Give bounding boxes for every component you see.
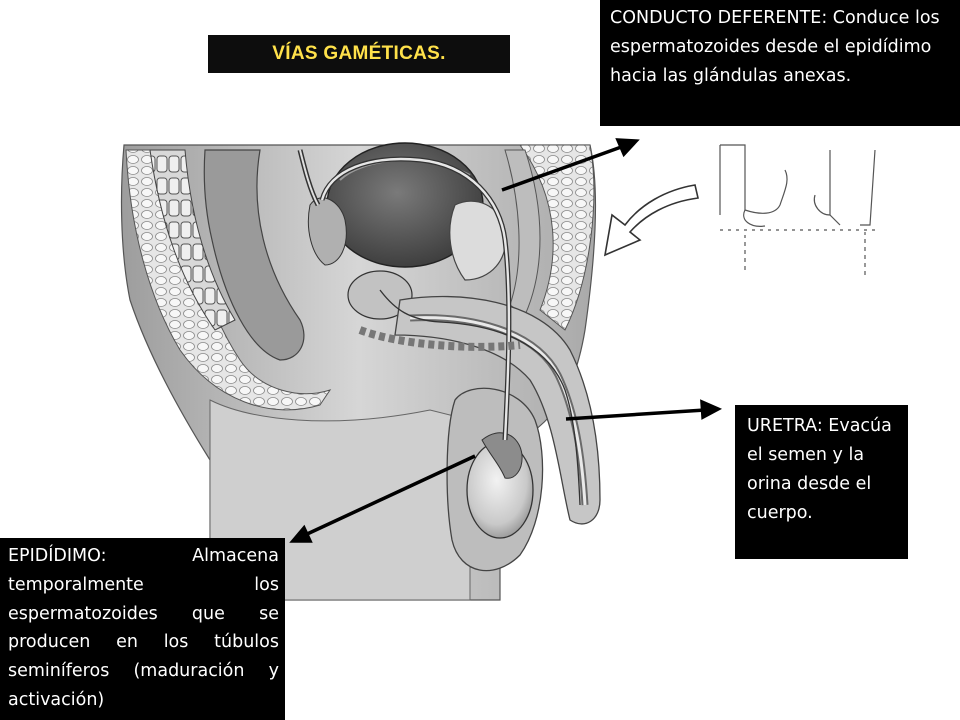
conducto-arrowhead-icon xyxy=(615,138,640,158)
conducto-arrow xyxy=(501,144,625,192)
uretra-arrowhead-icon xyxy=(700,399,723,420)
leader-arrows xyxy=(289,138,723,543)
curved-arrow-icon xyxy=(603,184,699,257)
epididimo-arrow xyxy=(304,454,476,537)
label-epididimo-text: EPIDÍDIMO: Almacena temporalmente los es… xyxy=(8,546,279,710)
label-epididimo: EPIDÍDIMO: Almacena temporalmente los es… xyxy=(0,538,285,720)
label-conducto-deferente: CONDUCTO DEFERENTE: Conduce los espermat… xyxy=(600,0,960,126)
uretra-arrow xyxy=(565,408,706,421)
label-uretra: URETRA: Evacúa el semen y la orina desde… xyxy=(735,405,908,559)
page-title: VÍAS GAMÉTICAS. xyxy=(208,35,510,73)
label-uretra-text: URETRA: Evacúa el semen y la orina desde… xyxy=(747,416,892,523)
orientation-inset xyxy=(719,144,876,275)
epididimo-arrowhead-icon xyxy=(289,524,313,543)
body-section xyxy=(120,142,601,601)
label-conducto-text: CONDUCTO DEFERENTE: Conduce los espermat… xyxy=(610,8,940,86)
